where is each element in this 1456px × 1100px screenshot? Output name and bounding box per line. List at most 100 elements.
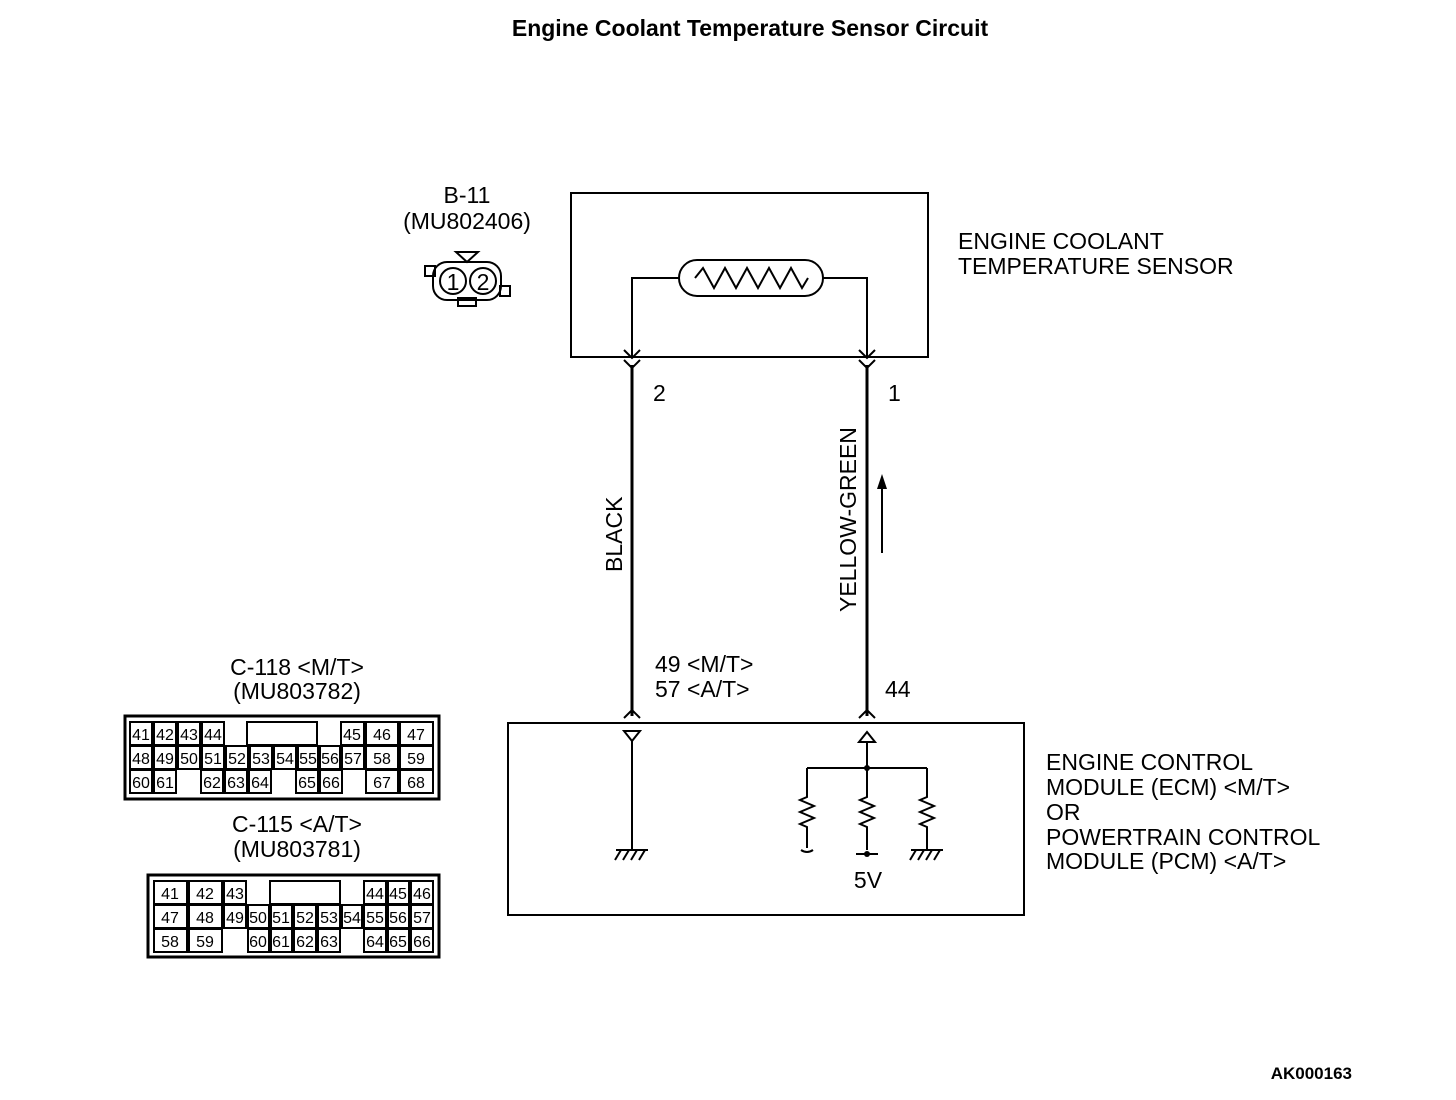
pin-cell: 57 bbox=[413, 910, 431, 927]
pin-cell: 42 bbox=[196, 886, 214, 903]
pin-cell: 59 bbox=[196, 934, 214, 951]
pin-cell: 64 bbox=[366, 934, 384, 951]
pin-cell: 62 bbox=[296, 934, 314, 951]
pin-cell: 54 bbox=[276, 751, 294, 768]
pin-cell: 65 bbox=[389, 934, 407, 951]
wire-black-label: BLACK bbox=[601, 496, 627, 572]
connector-mt-part: (MU803782) bbox=[233, 678, 361, 704]
connector-mt-key bbox=[246, 721, 318, 746]
pin-cell: 56 bbox=[389, 910, 407, 927]
pin-cell: 59 bbox=[407, 751, 425, 768]
pin-cell: 41 bbox=[132, 727, 150, 744]
pin-cell: 58 bbox=[373, 751, 391, 768]
pin-cell: 53 bbox=[320, 910, 338, 927]
pin-cell: 68 bbox=[407, 775, 425, 792]
pin-cell: 65 bbox=[298, 775, 316, 792]
connector-at-key bbox=[269, 880, 341, 905]
connector-mt-row-2: 48 49 50 51 52 53 54 55 56 57 58 59 bbox=[129, 745, 434, 770]
connector-mt-row-1: 41 42 43 44 45 46 47 bbox=[129, 721, 434, 746]
pin-cell: 64 bbox=[251, 775, 269, 792]
connector-face-icon: 1 2 bbox=[424, 251, 511, 307]
pin-cell: 41 bbox=[161, 886, 179, 903]
sensor-connector-id: B-11 bbox=[444, 182, 491, 208]
connector-pin-1: 1 bbox=[447, 269, 460, 295]
pin-cell: 51 bbox=[204, 751, 222, 768]
pin-cell: 45 bbox=[343, 727, 361, 744]
wire-right-pin: 1 bbox=[888, 380, 901, 406]
ecm-label-line3: OR bbox=[1046, 799, 1081, 825]
pin-cell: 42 bbox=[156, 727, 174, 744]
connector-at-part: (MU803781) bbox=[233, 836, 361, 862]
ecm-label-line1: ENGINE CONTROL bbox=[1046, 749, 1253, 775]
ecm-right-terminal-icon bbox=[858, 708, 876, 719]
pin-cell: 60 bbox=[132, 775, 150, 792]
connector-at-row-2: 47 48 49 50 51 52 53 54 55 56 57 bbox=[153, 904, 434, 929]
thermistor-icon bbox=[678, 259, 824, 297]
pin-cell: 61 bbox=[156, 775, 174, 792]
ground-icon bbox=[614, 849, 648, 861]
ecm-input-circuit: 5V bbox=[797, 730, 943, 893]
sensor-internal-wire-right bbox=[823, 277, 868, 357]
pin-cell: 53 bbox=[252, 751, 270, 768]
pin-cell: 47 bbox=[407, 727, 425, 744]
connector-at-pins: 41 42 43 44 45 46 47 48 49 50 51 52 53 5… bbox=[153, 880, 434, 953]
ecm-ground-circuit bbox=[614, 730, 648, 861]
pin-cell: 66 bbox=[413, 934, 431, 951]
current-direction-arrow-icon bbox=[877, 474, 887, 553]
pin-cell: 57 bbox=[344, 751, 362, 768]
ecm-box bbox=[507, 722, 1025, 916]
ecm-label-line5: MODULE (PCM) <A/T> bbox=[1046, 848, 1286, 874]
ecm-left-terminal-icon bbox=[623, 708, 641, 719]
ecm-label-line2: MODULE (ECM) <M/T> bbox=[1046, 774, 1290, 800]
resistor-center-icon bbox=[857, 768, 877, 850]
pin-cell: 63 bbox=[227, 775, 245, 792]
connector-mt-pins: 41 42 43 44 45 46 47 48 49 50 51 52 53 5… bbox=[129, 721, 434, 794]
pin-cell: 56 bbox=[321, 751, 339, 768]
pin-cell: 50 bbox=[180, 751, 198, 768]
sensor-label-line2: TEMPERATURE SENSOR bbox=[958, 253, 1234, 279]
sensor-label-line1: ENGINE COOLANT bbox=[958, 228, 1164, 254]
pin-cell: 45 bbox=[389, 886, 407, 903]
pin-cell: 55 bbox=[299, 751, 317, 768]
pin-cell: 43 bbox=[180, 727, 198, 744]
connector-mt-row-3: 60 61 62 63 64 65 66 67 68 bbox=[129, 769, 434, 794]
connector-at-id: C-115 <A/T> bbox=[232, 811, 362, 837]
pin-cell: 66 bbox=[322, 775, 340, 792]
pin-cell: 55 bbox=[366, 910, 384, 927]
pin-cell: 54 bbox=[343, 910, 361, 927]
diagram-title: Engine Coolant Temperature Sensor Circui… bbox=[512, 15, 989, 41]
pin-cell: 48 bbox=[196, 910, 214, 927]
connector-mt-id: C-118 <M/T> bbox=[230, 654, 364, 680]
connector-at-row-3: 58 59 60 61 62 63 64 65 66 bbox=[153, 928, 434, 953]
pin-cell: 63 bbox=[320, 934, 338, 951]
pin-cell: 52 bbox=[296, 910, 314, 927]
pin-cell: 44 bbox=[366, 886, 384, 903]
pin-cell: 49 bbox=[226, 910, 244, 927]
connector-at-face bbox=[146, 873, 441, 959]
pin-cell: 46 bbox=[413, 886, 431, 903]
ecm-voltage-label: 5V bbox=[854, 867, 883, 893]
ecm-pin-mt: 49 <M/T> bbox=[655, 651, 753, 677]
pin-cell: 48 bbox=[132, 751, 150, 768]
pin-cell: 61 bbox=[272, 934, 290, 951]
pin-cell: 44 bbox=[204, 727, 222, 744]
pin-cell: 62 bbox=[203, 775, 221, 792]
pin-cell: 52 bbox=[228, 751, 246, 768]
sensor-connector: B-11 (MU802406) 1 2 bbox=[403, 182, 531, 307]
wire-left-pin: 2 bbox=[653, 380, 666, 406]
pin-cell: 60 bbox=[249, 934, 267, 951]
pin-cell: 51 bbox=[272, 910, 290, 927]
wire-yellow-green-label: YELLOW-GREEN bbox=[835, 427, 861, 612]
pin-cell: 43 bbox=[226, 886, 244, 903]
ground-right-icon bbox=[909, 849, 943, 861]
pin-cell: 50 bbox=[249, 910, 267, 927]
ecm-pin-at: 57 <A/T> bbox=[655, 676, 750, 702]
pin-cell: 47 bbox=[161, 910, 179, 927]
ecm-label-line4: POWERTRAIN CONTROL bbox=[1046, 824, 1321, 850]
sensor-internal-wire-left bbox=[631, 277, 679, 357]
resistor-right-icon bbox=[917, 768, 937, 850]
pin-cell: 67 bbox=[373, 775, 391, 792]
connector-at-row-1: 41 42 43 44 45 46 bbox=[153, 880, 434, 905]
ecm-pin-44: 44 bbox=[885, 676, 911, 702]
